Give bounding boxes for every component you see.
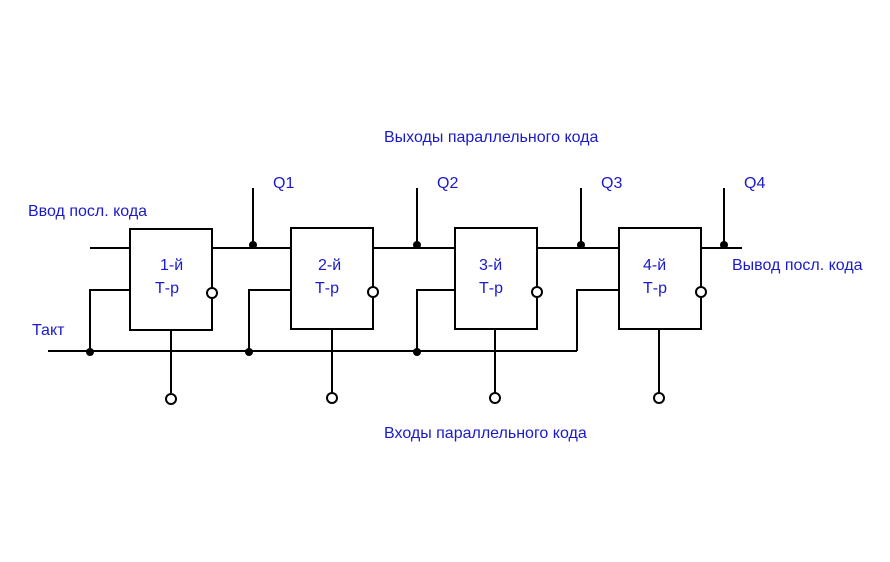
trigger-3: 3-й Т-р: [454, 227, 543, 330]
trigger-4-type: Т-р: [643, 280, 667, 297]
clock-branch-2: [248, 289, 291, 351]
trigger-1-type: Т-р: [155, 280, 179, 297]
q1-label: Q1: [273, 175, 294, 192]
trigger-3-type: Т-р: [479, 280, 503, 297]
trigger-1-inverted-output: [206, 287, 218, 299]
trigger-3-number: 3-й: [479, 257, 502, 274]
trigger-4-number: 4-й: [643, 257, 666, 274]
junction-q2: [413, 241, 421, 249]
junction-clock-3: [413, 348, 421, 356]
q4-label: Q4: [744, 175, 765, 192]
trigger-2-box: [290, 227, 374, 330]
outputs-parallel-label: Выходы параллельного кода: [384, 129, 599, 146]
trigger-3-inverted-output: [531, 286, 543, 298]
junction-clock-2: [245, 348, 253, 356]
trigger-1-number: 1-й: [160, 257, 183, 274]
parallel-input-terminal-4: [653, 392, 665, 404]
serial-out-label: Вывод посл. кода: [732, 257, 863, 274]
trigger-2-number: 2-й: [318, 257, 341, 274]
parallel-input-terminal-3: [489, 392, 501, 404]
trigger-2-inverted-output: [367, 286, 379, 298]
clock-label: Такт: [32, 322, 65, 339]
clock-branch-4: [576, 289, 619, 351]
q2-label: Q2: [437, 175, 458, 192]
junction-q4: [720, 241, 728, 249]
junction-clock-1: [86, 348, 94, 356]
junction-q3: [577, 241, 585, 249]
trigger-1: 1-й Т-р: [129, 228, 218, 331]
clock-branch-1: [89, 289, 130, 351]
junction-q1: [249, 241, 257, 249]
parallel-input-terminal-1: [165, 393, 177, 405]
trigger-4: 4-й Т-р: [618, 227, 707, 330]
trigger-2-type: Т-р: [315, 280, 339, 297]
q3-label: Q3: [601, 175, 622, 192]
trigger-1-box: [129, 228, 213, 331]
trigger-4-box: [618, 227, 702, 330]
serial-in-label: Ввод посл. кода: [28, 203, 147, 220]
parallel-input-terminal-2: [326, 392, 338, 404]
trigger-2: 2-й Т-р: [290, 227, 379, 330]
inputs-parallel-label: Входы параллельного кода: [384, 425, 587, 442]
trigger-3-box: [454, 227, 538, 330]
trigger-4-inverted-output: [695, 286, 707, 298]
clock-branch-3: [416, 289, 455, 351]
